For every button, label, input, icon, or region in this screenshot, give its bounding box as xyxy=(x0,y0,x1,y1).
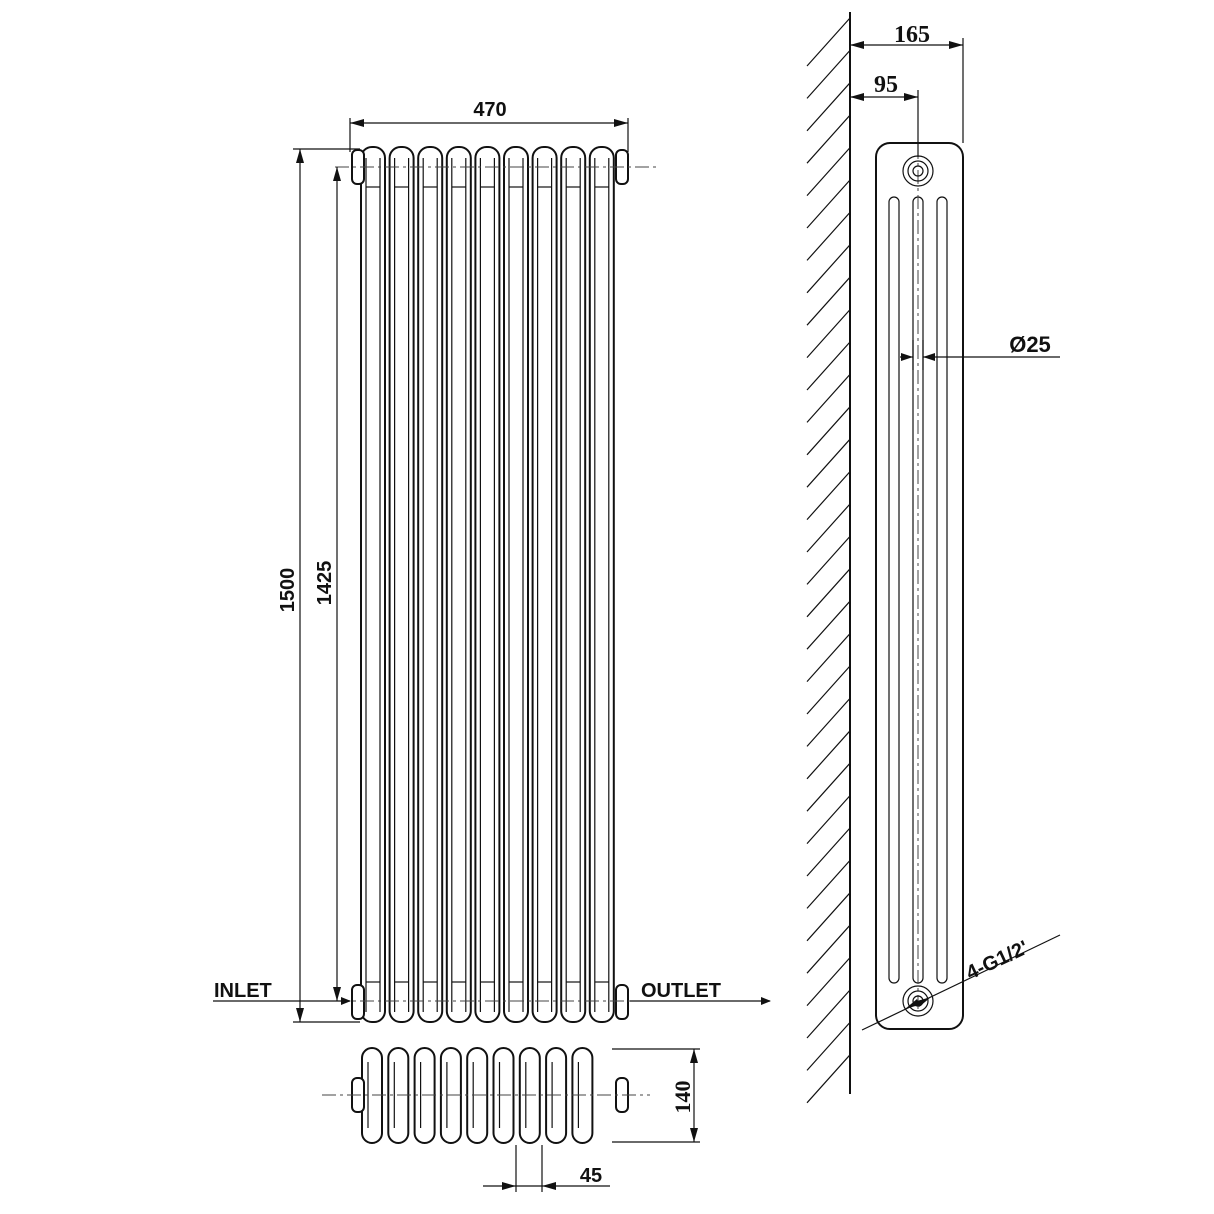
wall-hatch-line xyxy=(806,244,851,294)
pitch-arrow-left xyxy=(502,1182,516,1190)
dia-arrow-right xyxy=(923,353,935,361)
wall-hatch-line xyxy=(806,535,851,585)
wall-hatch-line xyxy=(806,633,851,683)
bottom-right-stub xyxy=(615,984,629,1020)
bottom-connection-outer xyxy=(902,985,934,1017)
wall-hatch-line xyxy=(806,1021,851,1071)
depth165-arrow-left xyxy=(850,41,864,49)
depth165-arrow-right xyxy=(949,41,963,49)
wall-hatch-line xyxy=(806,438,851,488)
front-columns xyxy=(360,146,615,1023)
wall-hatch-line xyxy=(806,82,851,132)
centers-arrow-top xyxy=(333,167,341,181)
connection-leader xyxy=(861,934,1061,1031)
width-label: 470 xyxy=(473,99,506,121)
wall-hatch-line xyxy=(806,471,851,521)
overall-depth-label: 165 xyxy=(894,22,930,48)
front-column xyxy=(474,146,501,1023)
front-column xyxy=(503,146,529,1023)
wall-hatch-line xyxy=(806,665,851,715)
wall-hatch-line xyxy=(806,1054,851,1104)
front-column xyxy=(445,146,472,1023)
width-arrow-left xyxy=(350,119,364,127)
front-column xyxy=(560,146,587,1023)
width-arrow-right xyxy=(614,119,628,127)
wall-hatch-line xyxy=(806,957,851,1007)
outlet-label: OUTLET xyxy=(641,980,721,1002)
front-column xyxy=(588,146,615,1023)
front-column xyxy=(388,146,415,1023)
wall-offset-label: 95 xyxy=(874,72,898,98)
side-view: 165 95 Ø25 4-G1/2' xyxy=(806,12,1061,1104)
wall-hatch-line xyxy=(806,341,851,391)
height-arrow-bottom xyxy=(296,1008,304,1022)
offset95-arrow-left xyxy=(850,93,864,101)
wall-hatch-line xyxy=(806,924,851,974)
side-body xyxy=(875,142,964,1030)
connection-label: 4-G1/2' xyxy=(963,937,1032,985)
wall-hatch-line xyxy=(806,373,851,423)
wall-hatch-line xyxy=(806,859,851,909)
wall-hatch-line xyxy=(806,827,851,877)
side-tube-right xyxy=(936,196,948,984)
wall-hatch-line xyxy=(806,114,851,164)
wall-hatch-line xyxy=(806,503,851,553)
centers-label: 1425 xyxy=(314,561,336,606)
side-tube-left xyxy=(888,196,900,984)
height-arrow-top xyxy=(296,149,304,163)
pitch-arrow-right xyxy=(542,1182,556,1190)
wall-hatch-line xyxy=(806,17,851,67)
tube-diameter-label: Ø25 xyxy=(1009,332,1051,357)
depth-arrow-bottom xyxy=(690,1128,698,1142)
top-connection-mid xyxy=(907,160,929,182)
wall-hatch-line xyxy=(806,892,851,942)
dia-arrow-left xyxy=(901,353,913,361)
front-column xyxy=(417,146,444,1023)
inlet-label: INLET xyxy=(214,980,272,1002)
wall-hatch-line xyxy=(806,406,851,456)
depth-arrow-top xyxy=(690,1049,698,1063)
wall-hatch-line xyxy=(806,49,851,99)
wall-hatch-line xyxy=(806,211,851,261)
depth-label: 140 xyxy=(670,1081,695,1114)
wall-hatch-line xyxy=(806,147,851,197)
wall-hatch-line xyxy=(806,179,851,229)
wall-hatch-line xyxy=(806,762,851,812)
connection-arrow-b xyxy=(917,997,931,1007)
top-view: 140 45 xyxy=(322,1047,700,1192)
connection-arrow-a xyxy=(905,999,919,1009)
wall-hatch-line xyxy=(806,697,851,747)
front-view: 470 1500 1425 INLET OUTLET xyxy=(213,99,771,1023)
front-column xyxy=(531,146,558,1023)
wall-hatch xyxy=(806,17,851,1104)
offset95-arrow-right xyxy=(904,93,918,101)
top-connection-inner xyxy=(912,165,924,177)
wall-hatch-line xyxy=(806,730,851,780)
wall-hatch-line xyxy=(806,989,851,1039)
front-column xyxy=(360,146,386,1023)
wall-hatch-line xyxy=(806,795,851,845)
wall-hatch-line xyxy=(806,600,851,650)
centers-arrow-bottom xyxy=(333,987,341,1001)
wall-hatch-line xyxy=(806,568,851,618)
bottom-left-stub xyxy=(351,984,365,1020)
wall-hatch-line xyxy=(806,309,851,359)
wall-hatch-line xyxy=(806,276,851,326)
pitch-label: 45 xyxy=(580,1165,602,1187)
height-label: 1500 xyxy=(277,568,299,613)
bottom-connection-mid xyxy=(907,990,929,1012)
